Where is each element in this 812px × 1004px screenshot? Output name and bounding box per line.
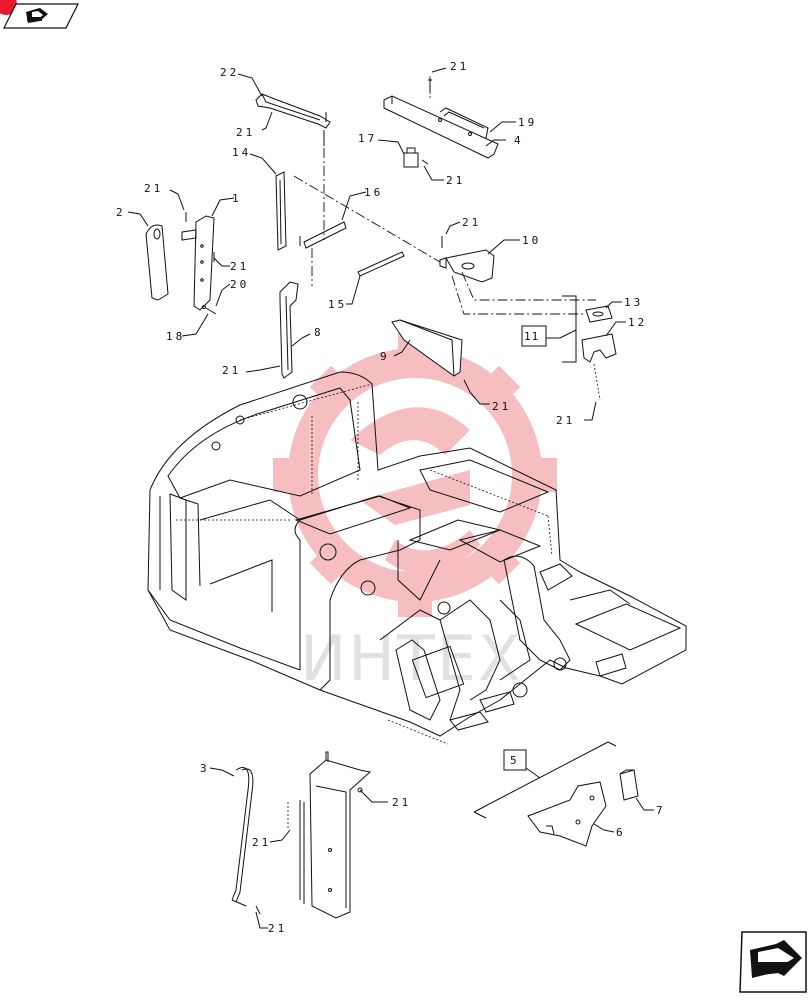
callout-16: 16: [364, 186, 383, 199]
part-15-rod: [357, 251, 405, 277]
callout-4: 4: [514, 134, 524, 147]
part-16-bar: [299, 221, 347, 249]
part-1-column: [181, 212, 215, 311]
part-3-seal-strip: [231, 767, 254, 907]
callout-5-box: 5: [503, 749, 527, 771]
watermark-text: ИНТЕХ: [300, 622, 523, 695]
part-22-bracket: [255, 93, 331, 146]
part-8-pillar: [279, 281, 299, 379]
part-4-rail: [383, 76, 499, 159]
callout-21e: 21: [462, 216, 481, 229]
callout-1: 1: [232, 192, 242, 205]
callout-20: 20: [230, 278, 249, 291]
callout-17: 17: [358, 132, 377, 145]
callout-21d: 21: [144, 182, 163, 195]
callout-21b: 21: [450, 60, 469, 73]
callout-21i: 21: [556, 414, 575, 427]
part-7-pad: [619, 769, 639, 801]
arrow-right-icon: [750, 940, 802, 978]
callout-7: 7: [656, 804, 666, 817]
callout-10: 10: [522, 234, 541, 247]
part-19-handle: [439, 107, 489, 139]
callout-21a: 21: [236, 126, 255, 139]
part-door-panel: [255, 751, 372, 919]
part-14-strip: [275, 171, 287, 251]
callout-9: 9: [380, 350, 390, 363]
callout-2: 2: [116, 206, 126, 219]
callout-leaders: [127, 67, 654, 929]
part-13-12-group: [562, 295, 617, 401]
callout-3: 3: [200, 762, 210, 775]
callout-21h: 21: [492, 400, 511, 413]
part-20-screw: [202, 305, 217, 315]
callout-21j: 21: [392, 796, 411, 809]
part-2-trim: [145, 224, 169, 301]
callout-19: 19: [518, 116, 537, 129]
callout-22: 22: [220, 66, 239, 79]
arrow-right-icon: [26, 8, 48, 23]
nav-button-top[interactable]: [3, 3, 79, 29]
main-frame: [147, 371, 687, 745]
part-6-hinge: [527, 781, 607, 847]
callout-21l: 21: [268, 922, 287, 935]
callout-21g: 21: [222, 364, 241, 377]
callout-6: 6: [616, 826, 626, 839]
callout-13: 13: [624, 296, 643, 309]
callout-5: 5: [510, 754, 520, 767]
callout-14: 14: [232, 146, 251, 159]
callout-11: 11: [524, 330, 539, 343]
callout-12: 12: [628, 316, 647, 329]
nav-button-bottom[interactable]: [739, 931, 807, 993]
callout-15: 15: [328, 298, 347, 311]
callout-21c: 21: [446, 174, 465, 187]
construction-lines: [293, 148, 596, 315]
part-9-bracket: [391, 319, 471, 393]
gear-logo-icon: [273, 333, 557, 617]
callout-8: 8: [314, 326, 324, 339]
callout-11-box: 11: [521, 325, 547, 347]
callout-21k: 21: [252, 836, 271, 849]
part-10-bracket: [439, 236, 495, 283]
part-17-clip: [403, 147, 429, 168]
callout-numbers: 22 21 21 19 4 17 21 14 16 21 1 2 21 21 2…: [116, 60, 666, 935]
callout-18: 18: [166, 330, 185, 343]
callout-21f: 21: [230, 260, 249, 273]
